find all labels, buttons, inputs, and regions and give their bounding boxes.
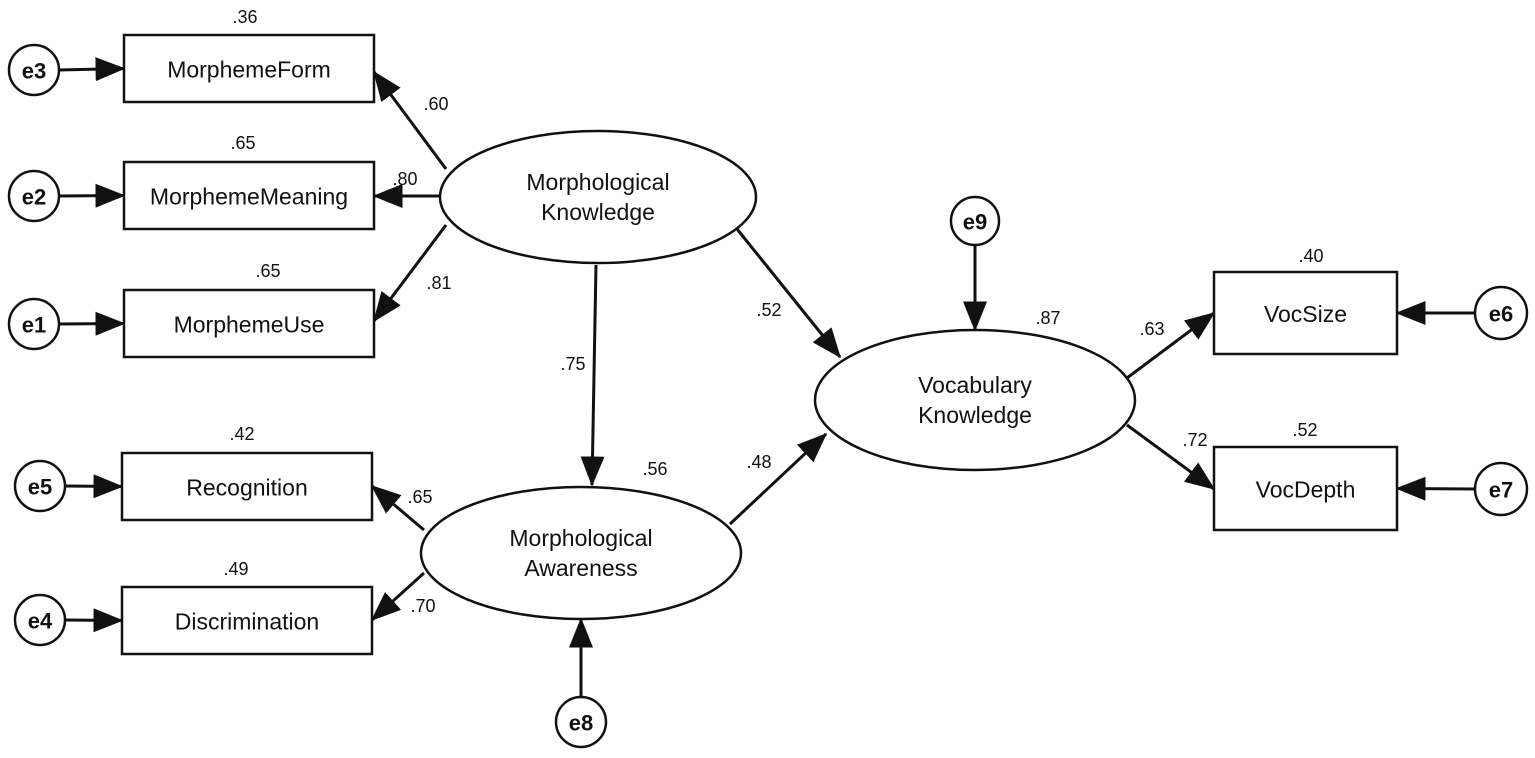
r-squared-ma: .56: [642, 459, 667, 479]
error-term-e5: [13, 459, 67, 513]
path-arrow-mk-mu: [372, 224, 448, 323]
path-coefficient-ma-di: .70: [410, 596, 435, 616]
error-term-e1: [7, 297, 61, 351]
r-squared-mm: .65: [230, 133, 255, 153]
r-squared-di: .49: [223, 559, 248, 579]
path-arrow-mk-ma: [580, 264, 605, 487]
r-squared-re: .42: [229, 424, 254, 444]
path-arrow-vk-vs: [1126, 311, 1216, 380]
path-arrow-ma-di: [370, 571, 426, 622]
error-term-e6: [1473, 285, 1529, 341]
r-squared-vd: .52: [1292, 420, 1317, 440]
indicator-vs: [1212, 270, 1399, 356]
indicator-di: [120, 585, 374, 656]
path-arrow-mk-vk: [735, 228, 842, 359]
latent-label-mk: Morphological: [526, 169, 669, 195]
error-arrow-e2: [58, 183, 126, 208]
error-arrow-e4: [64, 608, 124, 633]
error-arrow-e7: [1395, 476, 1476, 501]
error-arrow-e3: [58, 57, 126, 82]
path-coefficient-mk-mf: .60: [423, 94, 448, 114]
latent-label-mk: Knowledge: [541, 199, 655, 225]
indicator-vd: [1212, 445, 1399, 532]
indicator-label-di: Discrimination: [175, 609, 319, 635]
path-coefficient-ma-re: .65: [407, 487, 432, 507]
error-label-e1: e1: [22, 313, 46, 338]
error-label-e8: e8: [569, 711, 593, 736]
error-label-e7: e7: [1489, 478, 1513, 503]
indicator-label-mu: MorphemeUse: [174, 312, 325, 338]
error-label-e5: e5: [28, 475, 52, 500]
path-coefficient-vk-vd: .72: [1182, 430, 1207, 450]
path-coefficient-ma-vk: .48: [746, 452, 771, 472]
r-squared-vk: .87: [1035, 308, 1060, 328]
indicator-mf: [122, 33, 376, 104]
path-coefficient-vk-vs: .63: [1139, 319, 1164, 339]
edges-layer: [58, 57, 1476, 697]
latent-label-vk: Knowledge: [918, 402, 1032, 428]
latent-mk: [438, 129, 758, 265]
path-coefficient-mk-ma: .75: [560, 354, 585, 374]
r-squared-vs: .40: [1298, 246, 1323, 266]
latent-label-ma: Awareness: [524, 555, 637, 581]
error-term-e2: [7, 169, 61, 223]
indicator-label-vd: VocDepth: [1256, 477, 1356, 503]
error-term-e7: [1473, 461, 1529, 517]
error-term-e9: [949, 195, 1001, 247]
error-label-e2: e2: [22, 185, 46, 210]
latent-label-ma: Morphological: [509, 525, 652, 551]
error-label-e6: e6: [1489, 302, 1513, 327]
latent-ma: [419, 485, 743, 621]
path-coefficient-mk-mm: .80: [392, 169, 417, 189]
path-arrow-vk-vd: [1126, 423, 1216, 491]
path-coefficient-mk-vk: .52: [756, 300, 781, 320]
latent-label-vk: Vocabulary: [918, 372, 1032, 398]
error-term-e8: [554, 695, 608, 749]
error-label-e4: e4: [28, 609, 53, 634]
r-squared-mf: .36: [232, 7, 257, 27]
indicator-label-mf: MorphemeForm: [167, 57, 331, 83]
indicator-mm: [122, 160, 376, 231]
indicator-mu: [122, 288, 376, 359]
error-arrow-e5: [64, 474, 124, 499]
path-arrow-ma-vk: [728, 432, 828, 526]
r-squared-mu: .65: [255, 261, 280, 281]
indicator-re: [120, 451, 374, 522]
indicator-label-re: Recognition: [186, 475, 307, 501]
latent-vk: [813, 328, 1137, 472]
path-arrow-ma-re: [370, 484, 425, 532]
error-term-e4: [13, 593, 67, 647]
error-term-e3: [7, 43, 61, 97]
indicator-label-vs: VocSize: [1264, 301, 1347, 327]
labels-layer: .60 .80 .81 .75 .52 .65 .70 .48 .63 .72 .36 .65 .65.…: [223, 7, 1323, 616]
error-arrow-e1: [58, 311, 126, 336]
error-label-e3: e3: [22, 59, 46, 84]
nodes-layer: MorphologicalKnowledgeMorphologicalAware…: [7, 33, 1529, 749]
error-label-e9: e9: [963, 210, 987, 235]
indicator-label-mm: MorphemeMeaning: [150, 184, 348, 210]
path-arrow-mk-mf: [372, 70, 448, 170]
path-coefficient-mk-mu: .81: [426, 273, 451, 293]
